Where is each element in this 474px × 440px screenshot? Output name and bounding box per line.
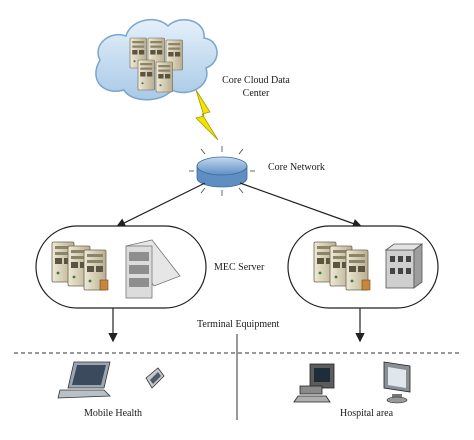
laptop-icon — [57, 361, 111, 399]
building-server-icon — [384, 243, 424, 289]
core-cloud-label: Core Cloud Data Center — [222, 75, 290, 99]
hospital-area-label: Hospital area — [340, 408, 394, 419]
lightning-link-icon — [195, 89, 219, 141]
arrow-to-right-mec — [239, 182, 363, 229]
monitor-icon — [383, 361, 411, 404]
mobile-phone-icon — [145, 367, 165, 389]
desktop-computer-icon — [293, 363, 335, 403]
core-network-router — [189, 146, 255, 196]
right-mec-group — [287, 225, 439, 309]
left-mec-group — [35, 225, 207, 309]
core-network-label: Core Network — [268, 162, 325, 173]
storage-rack-icon — [125, 239, 181, 299]
mec-server-label: MEC Server — [214, 262, 265, 273]
mobile-health-label: Mobile Health — [84, 408, 143, 419]
arrow-to-left-mec — [115, 182, 206, 228]
core-cloud — [95, 18, 218, 101]
terminal-equipment-label: Terminal Equipment — [197, 319, 280, 330]
